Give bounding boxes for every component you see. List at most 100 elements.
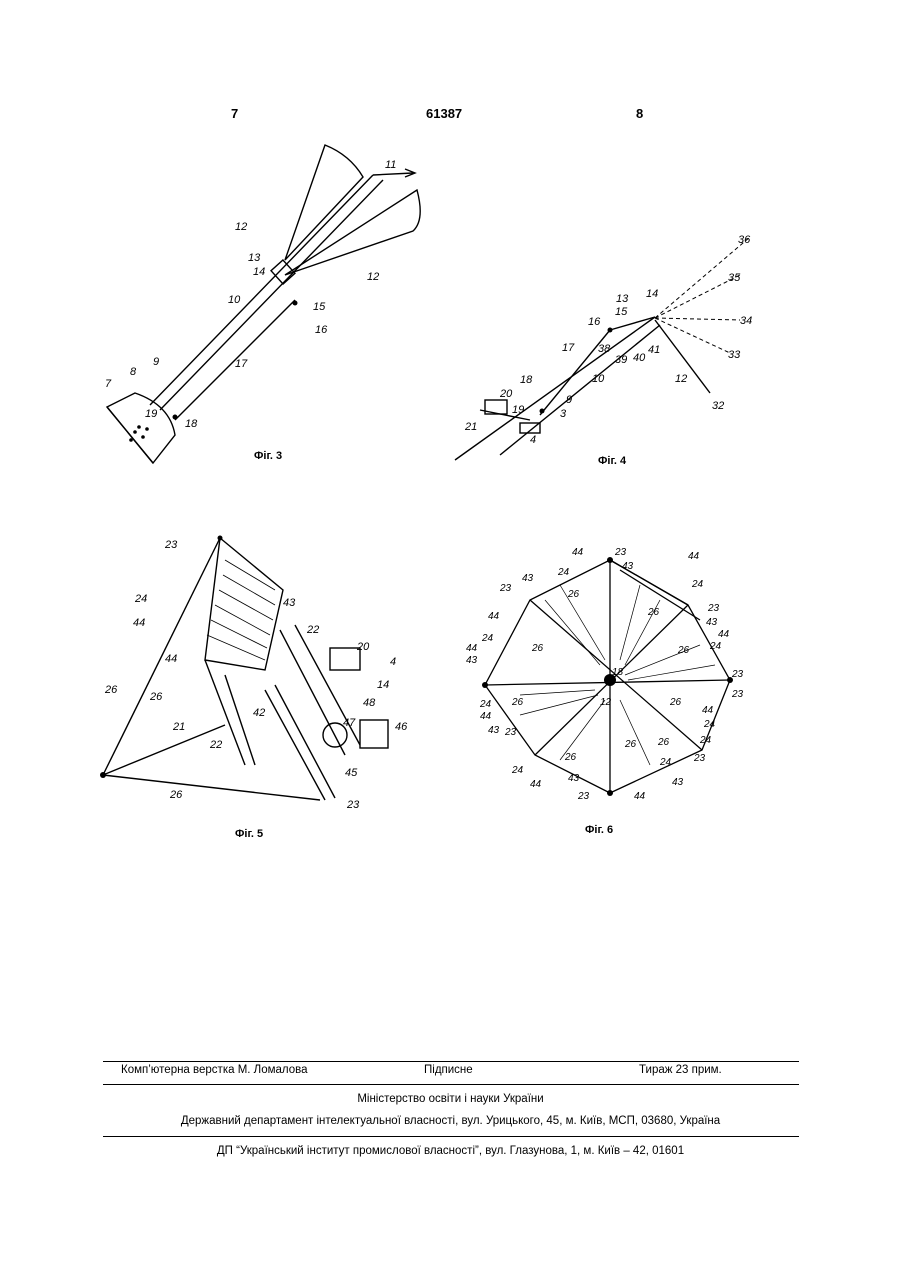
- fig6-label: 24: [481, 633, 494, 644]
- fig4-label: 13: [616, 293, 629, 305]
- footer-department: Державний департамент інтелектуальної вл…: [0, 1115, 901, 1127]
- figure-5-drawing: 23 24 44 26 26 21 22 42 43 22 20 4 14 48…: [95, 530, 425, 820]
- fig4-label: 18: [520, 374, 533, 386]
- fig6-label: 44: [480, 711, 492, 722]
- fig5-label: 45: [345, 767, 358, 779]
- fig6-label: 24: [557, 567, 570, 578]
- fig6-label: 43: [568, 773, 580, 784]
- fig6-label: 24: [703, 719, 716, 730]
- fig3-label: 7: [105, 378, 112, 390]
- fig6-label: 44: [530, 779, 542, 790]
- fig5-label: 26: [104, 684, 118, 696]
- fig3-label: 18: [185, 418, 198, 430]
- footer-rule-middle: [103, 1084, 799, 1085]
- fig6-label: 26: [564, 752, 577, 763]
- figure-4-caption: Фіг. 4: [598, 455, 626, 467]
- figure-4-drawing: 36 35 34 33 32 14 13 15 16 17 18 20 21 1…: [450, 225, 770, 465]
- fig6-label: 44: [466, 643, 478, 654]
- fig6-label: 18: [612, 667, 624, 678]
- fig4-label: 39: [615, 354, 627, 366]
- fig6-label: 24: [691, 579, 704, 590]
- fig4-label: 20: [499, 388, 513, 400]
- fig3-label: 17: [235, 358, 248, 370]
- fig5-label: 44: [133, 617, 145, 629]
- fig6-label: 43: [672, 777, 684, 788]
- fig3-label: 15: [313, 301, 326, 313]
- fig5-label: 22: [306, 624, 319, 636]
- fig6-label: 43: [466, 655, 478, 666]
- fig3-label: 12: [367, 271, 379, 283]
- fig5-label: 14: [377, 679, 389, 691]
- fig5-label: 20: [356, 641, 370, 653]
- fig4-label: 16: [588, 316, 601, 328]
- fig4-label: 33: [728, 349, 741, 361]
- fig3-label: 19: [145, 408, 157, 420]
- fig6-label: 26: [647, 607, 660, 618]
- fig6-label: 23: [707, 603, 720, 614]
- fig6-label: 23: [731, 689, 744, 700]
- fig6-label: 26: [669, 697, 682, 708]
- fig4-label: 34: [740, 315, 752, 327]
- fig4-label: 4: [530, 434, 536, 446]
- fig3-label: 16: [315, 324, 328, 336]
- fig4-label: 35: [728, 272, 741, 284]
- fig6-label: 44: [488, 611, 500, 622]
- fig6-label: 43: [622, 561, 634, 572]
- fig6-label: 23: [693, 753, 706, 764]
- fig4-label: 36: [738, 234, 751, 246]
- footer-rule-bottom: [103, 1136, 799, 1137]
- fig6-label: 44: [718, 629, 730, 640]
- footer-typesetter: Комп’ютерна верстка М. Ломалова: [121, 1064, 308, 1076]
- fig6-label: 44: [688, 551, 700, 562]
- fig3-label: 11: [385, 159, 396, 171]
- footer-circulation: Тираж 23 прим.: [639, 1064, 722, 1076]
- fig6-label: 44: [572, 547, 584, 558]
- fig4-label: 40: [633, 352, 646, 364]
- fig6-label: 44: [634, 791, 646, 802]
- fig5-label: 44: [165, 653, 177, 665]
- fig4-label: 17: [562, 342, 575, 354]
- fig6-label: 44: [702, 705, 714, 716]
- fig3-label: 13: [248, 252, 261, 264]
- fig3-label: 9: [153, 356, 159, 368]
- fig5-label: 24: [134, 593, 147, 605]
- fig3-label: 10: [228, 294, 241, 306]
- fig6-label: 43: [706, 617, 718, 628]
- fig6-label: 23: [614, 547, 627, 558]
- footer-rule-top: [103, 1061, 799, 1062]
- fig4-label: 32: [712, 400, 724, 412]
- fig4-label: 21: [464, 421, 477, 433]
- footer-signed: Підписне: [424, 1064, 473, 1076]
- fig5-label: 26: [169, 789, 183, 801]
- footer-institute: ДП “Український інститут промислової вла…: [0, 1145, 901, 1157]
- fig4-label: 15: [615, 306, 628, 318]
- fig5-label: 21: [172, 721, 185, 733]
- fig4-label: 10: [592, 373, 605, 385]
- fig5-label: 26: [149, 691, 163, 703]
- fig5-label: 4: [390, 656, 396, 668]
- fig6-label: 23: [731, 669, 744, 680]
- fig4-label: 14: [646, 288, 658, 300]
- fig6-label: 24: [511, 765, 524, 776]
- fig6-label: 23: [499, 583, 512, 594]
- fig6-label: 24: [699, 735, 712, 746]
- fig6-label: 26: [624, 739, 637, 750]
- fig5-label: 46: [395, 721, 408, 733]
- fig5-label: 23: [164, 539, 178, 551]
- page-number-right: 8: [636, 106, 643, 121]
- fig5-label: 48: [363, 697, 376, 709]
- figure-6-drawing: 44 23 43 44 24 23 43 24 26 26 23 43 44 2…: [460, 545, 760, 805]
- fig6-label: 12: [600, 697, 612, 708]
- fig6-label: 26: [677, 645, 690, 656]
- fig3-label: 12: [235, 221, 247, 233]
- fig3-label: 8: [130, 366, 137, 378]
- fig6-label: 26: [511, 697, 524, 708]
- fig4-label: 3: [560, 408, 567, 420]
- fig3-label: 14: [253, 266, 265, 278]
- fig5-label: 42: [253, 707, 265, 719]
- figure-6-caption: Фіг. 6: [585, 824, 613, 836]
- fig4-label: 9: [566, 394, 572, 406]
- fig5-label: 43: [283, 597, 296, 609]
- fig6-label: 43: [522, 573, 534, 584]
- fig6-label: 24: [709, 641, 722, 652]
